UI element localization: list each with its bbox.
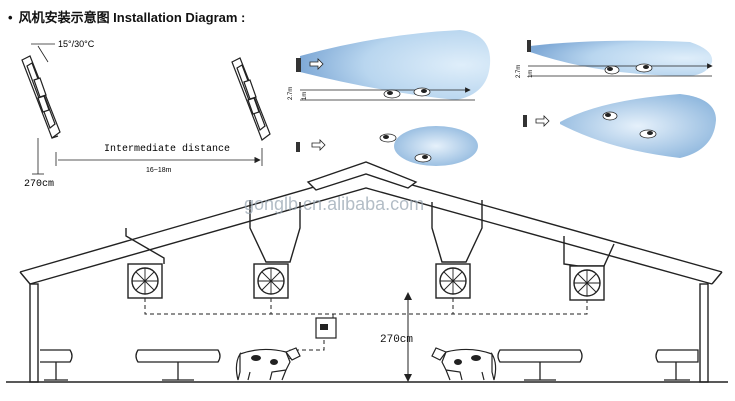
airflow-panel-right-upper: 2.7m 1m: [516, 40, 713, 78]
stall-divider: [40, 349, 699, 381]
height-label: 270cm: [24, 179, 54, 190]
distance-label: Intermediate distance: [104, 143, 230, 155]
barn-fan: [127, 263, 163, 299]
panel-height-label: 2.7m: [288, 87, 294, 100]
airflow-cone: [560, 94, 716, 158]
cow-spots: [251, 355, 278, 365]
airflow-cone: [530, 40, 713, 76]
fan-hanger: [563, 236, 615, 267]
airflow-panel-right-lower: [523, 94, 716, 158]
barn-fan: [569, 265, 605, 301]
angle-label: 15°/30°C: [58, 39, 95, 49]
fan-marker: [296, 142, 300, 152]
fan-hanger: [431, 200, 483, 263]
airflow-arrow: [309, 58, 324, 70]
left-wall: [29, 283, 39, 383]
range-label: 16~18m: [146, 167, 172, 174]
right-wall: [699, 283, 709, 383]
panel-height-label: 2.7m: [516, 65, 522, 78]
fan-hanger: [249, 200, 301, 263]
airflow-panel-lower: [296, 126, 478, 166]
barn-fan: [435, 263, 471, 299]
dimension-arrow-down: [404, 374, 412, 382]
title-bullet: •: [8, 10, 13, 25]
cow-icon: [235, 347, 301, 381]
airflow-cone-small: [394, 126, 478, 166]
angle-leader: [37, 45, 49, 63]
airflow-cone: [300, 30, 491, 100]
fan-marker: [523, 115, 527, 127]
barn-cross-section: [6, 161, 728, 383]
airflow-panel-upper: 2.7m 1m: [288, 30, 491, 101]
airflow-arrow: [311, 139, 326, 151]
fan-hanger: [125, 228, 165, 264]
watermark: gonglb.cn.alibaba.com: [244, 194, 424, 214]
title-text: 风机安装示意图 Installation Diagram :: [18, 10, 246, 25]
barn-roof-inner: [29, 187, 713, 285]
panel-small-label: 1m: [528, 70, 534, 78]
dimension-arrow-up: [404, 292, 412, 300]
cow-spots: [454, 355, 481, 365]
fan-marker: [527, 40, 531, 52]
barn-fan: [253, 263, 289, 299]
roof-edge-left: [19, 271, 31, 285]
control-box-display: [320, 324, 328, 330]
left-wall-fan: [21, 55, 61, 139]
diagram-title: • 风机安装示意图 Installation Diagram :: [8, 7, 245, 26]
fan-marker: [296, 58, 301, 72]
right-wall-fan: [231, 57, 271, 141]
ridge-vent: [306, 161, 418, 191]
barn-height-label: 270cm: [380, 334, 413, 346]
panel-small-label: 1m: [302, 92, 308, 100]
roof-edge-right: [711, 271, 723, 285]
fan-spacing-diagram: 15°/30°C 270cm Intermediate distance 16~…: [21, 39, 271, 190]
cow-icon: [431, 347, 497, 381]
airflow-arrow: [535, 115, 550, 127]
